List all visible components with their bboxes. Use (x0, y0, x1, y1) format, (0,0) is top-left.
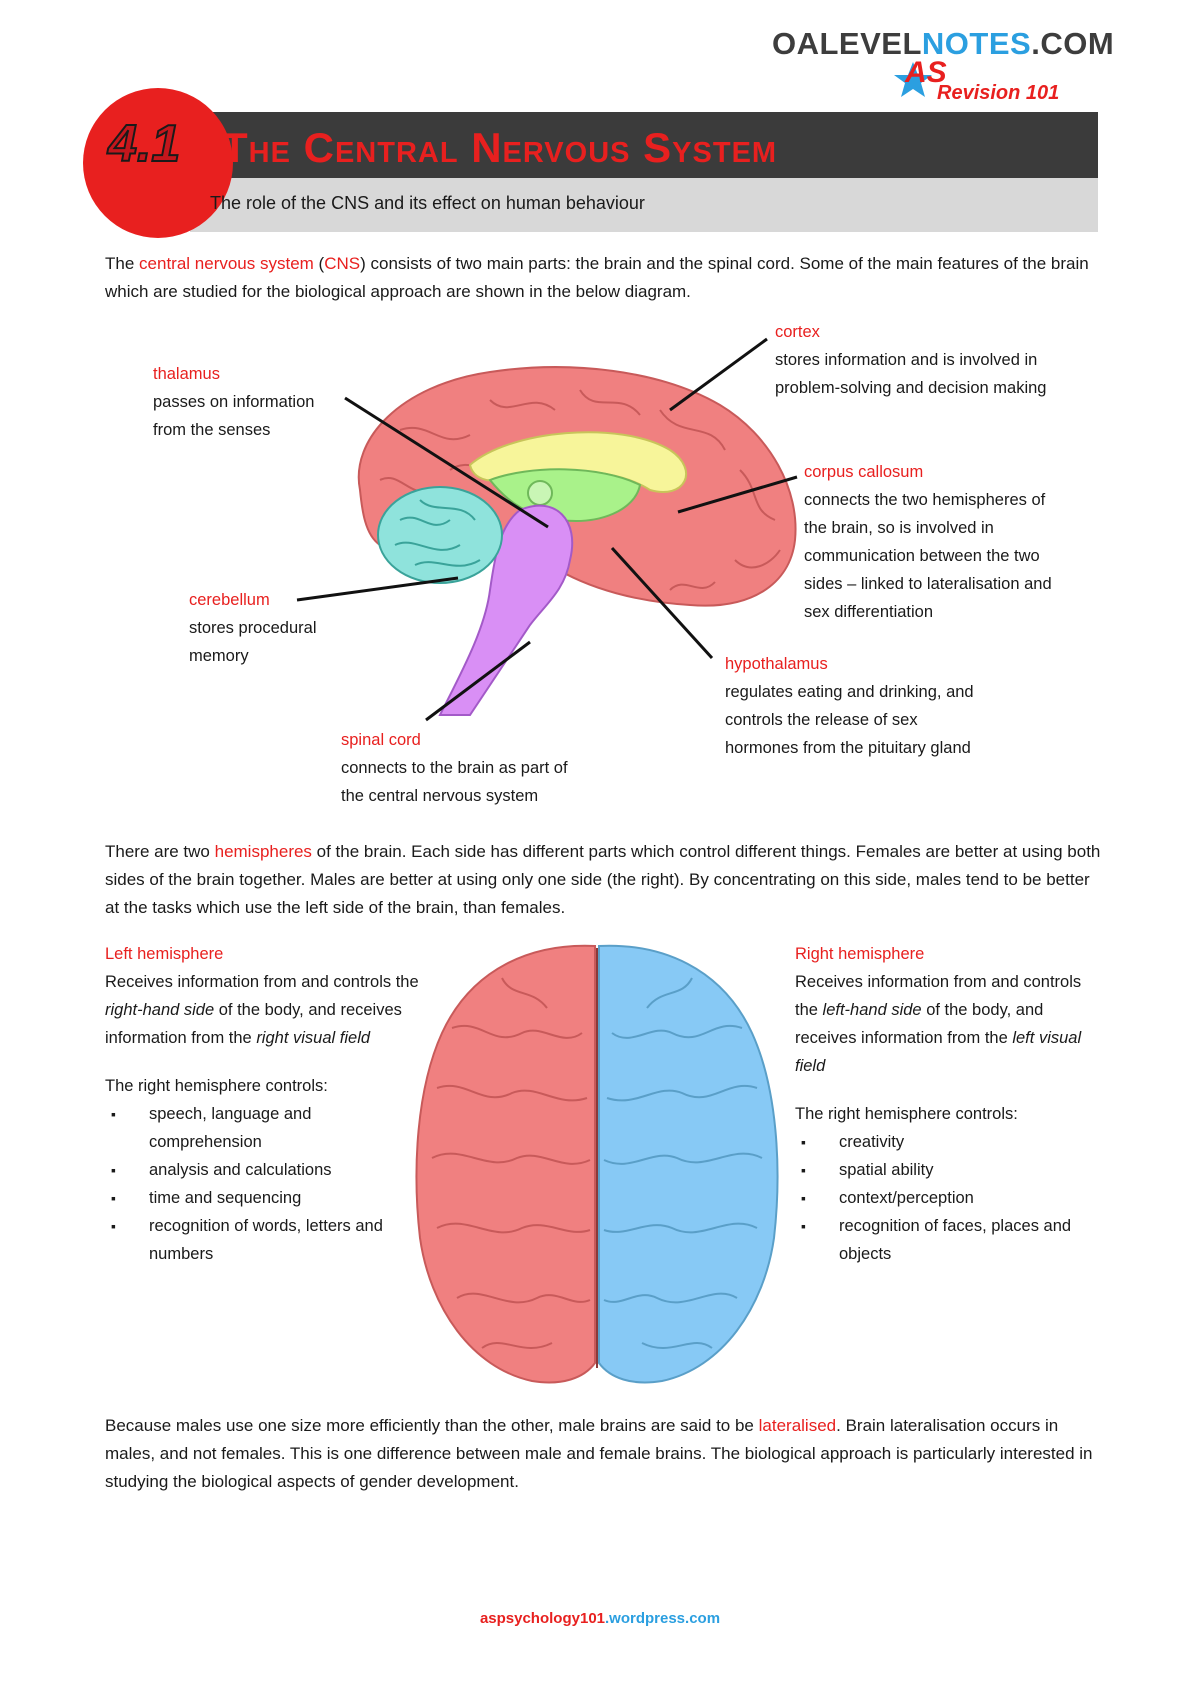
list-item: speech, language and comprehension (105, 1100, 420, 1156)
label-spinal-cord: spinal cord connects to the brain as par… (341, 731, 568, 805)
label-thalamus: thalamus passes on information from the … (153, 365, 315, 439)
label-hypothalamus: hypothalamus regulates eating and drinki… (725, 655, 974, 757)
list-item: context/perception (795, 1184, 1105, 1212)
right-hemisphere-title: Right hemisphere (795, 945, 925, 963)
left-hemisphere-title: Left hemisphere (105, 945, 224, 963)
list-item: time and sequencing (105, 1184, 420, 1212)
right-controls-list: creativity spatial ability context/perce… (795, 1128, 1105, 1268)
list-item: recognition of faces, places and objects (795, 1212, 1105, 1268)
right-hemisphere-section: Right hemisphere Receives information fr… (795, 940, 1105, 1268)
left-hemisphere-section: Left hemisphere Receives information fro… (105, 940, 420, 1268)
conclusion-paragraph: Because males use one size more efficien… (105, 1416, 1093, 1491)
right-hemisphere-description: Receives information from and controls t… (795, 973, 1082, 1075)
top-view-brain-diagram (415, 944, 779, 1384)
star-logo-icon (894, 62, 932, 97)
left-controls-list: speech, language and comprehension analy… (105, 1100, 420, 1268)
list-item: analysis and calculations (105, 1156, 420, 1184)
left-controls-heading: The right hemisphere controls: (105, 1077, 328, 1095)
left-hemisphere-description: Receives information from and controls t… (105, 973, 419, 1047)
right-controls-heading: The right hemisphere controls: (795, 1105, 1018, 1123)
subtitle-bar (190, 178, 1098, 232)
page-title: The Central Nervous System (222, 124, 778, 171)
list-item: recognition of words, letters and number… (105, 1212, 420, 1268)
label-cerebellum: cerebellum stores procedural memory (189, 591, 317, 665)
label-cortex: cortex stores information and is involve… (775, 323, 1047, 397)
sagittal-brain-diagram (357, 366, 797, 716)
section-number-badge (83, 88, 233, 238)
footer-url[interactable]: aspsychology101.wordpress.com (479, 1610, 721, 1627)
intro-paragraph: The central nervous system (CNS) consist… (105, 254, 1089, 301)
page-subtitle: The role of the CNS and its effect on hu… (210, 193, 645, 213)
section-number: 4.1 (107, 114, 181, 174)
brand-logo-text: OALEVELNOTES.COM (772, 26, 1115, 61)
brand-revision: Revision 101 (937, 82, 1060, 104)
hemispheres-paragraph: There are two hemispheres of the brain. … (105, 842, 1101, 917)
label-corpus-callosum: corpus callosum connects the two hemisph… (804, 463, 1052, 621)
list-item: spatial ability (795, 1156, 1105, 1184)
list-item: creativity (795, 1128, 1105, 1156)
title-bar (190, 112, 1098, 178)
brand-as: AS (905, 56, 947, 89)
